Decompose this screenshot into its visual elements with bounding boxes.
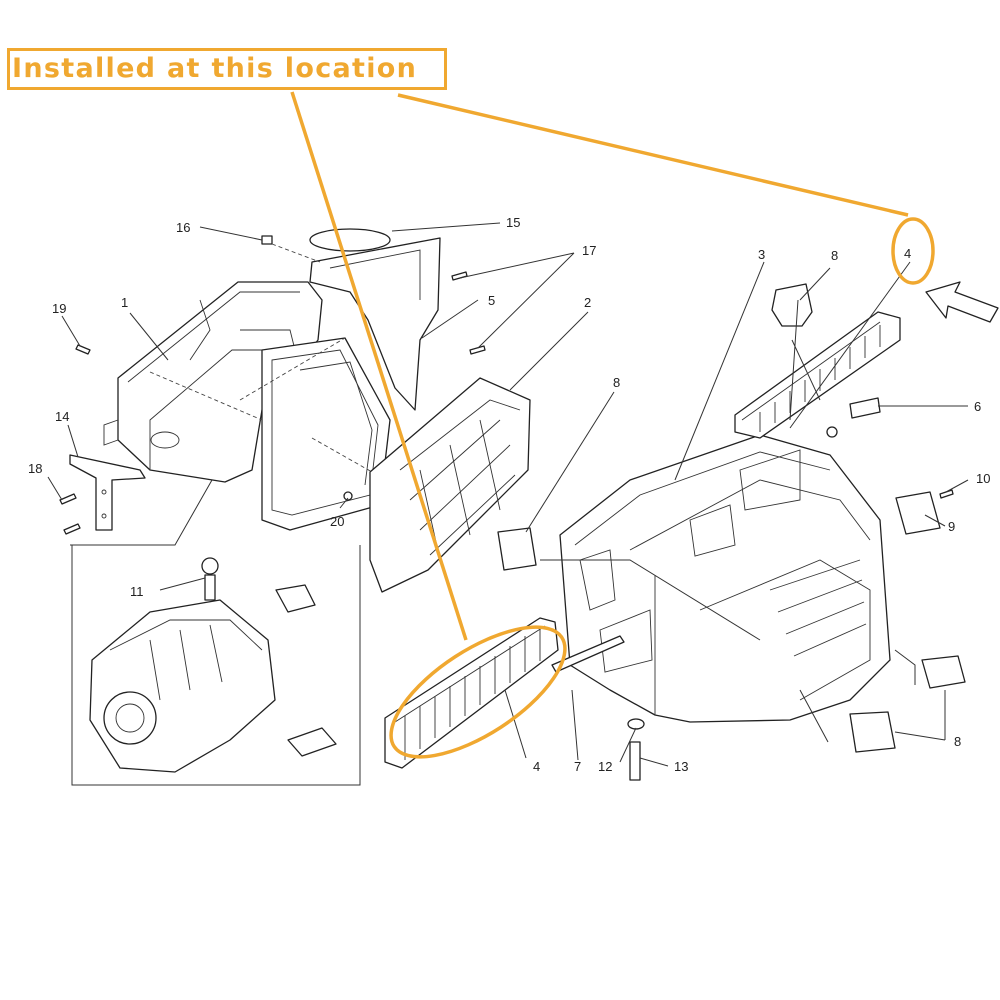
highlight-ring-top [891,217,935,285]
label-17: 17 [582,243,596,258]
label-12: 12 [598,759,612,774]
label-18: 18 [28,461,42,476]
airflow-arrow-icon [925,281,999,323]
screw-17b [469,345,486,355]
label-15: 15 [506,215,520,230]
screw-17a [451,271,468,281]
callout-leader-right [397,93,909,217]
inset-leader [70,479,213,546]
label-13: 13 [674,759,688,774]
actuator-9 [895,491,941,535]
callout-leader-left [290,91,468,641]
screw-20 [343,491,353,501]
install-location-highlight [290,91,935,759]
sensor-6 [849,397,881,419]
cabin-filter-top [734,311,901,439]
air-inlet-duct [309,228,441,411]
blower-motor [89,557,337,773]
hvac-case [559,434,891,723]
label-20: 20 [330,514,344,529]
label-10: 10 [976,471,990,486]
clip-16 [261,235,273,245]
label-3: 3 [758,247,765,262]
leader-lines [47,222,969,767]
label-8a: 8 [831,248,838,263]
label-4a: 4 [904,246,911,261]
sensor-6-tip [826,426,838,438]
callout-box [7,48,447,90]
drain-tube-13 [629,741,641,781]
actuator-8a [771,283,813,327]
cabin-filter-bottom [384,617,559,769]
label-4b: 4 [533,759,540,774]
label-8c: 8 [954,734,961,749]
label-14: 14 [55,409,69,424]
grommet-12 [627,718,645,730]
label-6: 6 [974,399,981,414]
actuator-8d [921,655,966,689]
actuator-8b [497,527,537,571]
label-7: 7 [574,759,581,774]
highlight-ring-bottom [389,625,567,759]
label-9: 9 [948,519,955,534]
label-8b: 8 [613,375,620,390]
part-7 [551,635,625,673]
part-labels: 1 2 3 4 4 5 6 7 8 8 8 9 10 11 12 13 14 1… [28,215,990,774]
label-2: 2 [584,295,591,310]
blower-housing [103,281,323,483]
label-1: 1 [121,295,128,310]
label-16: 16 [176,220,190,235]
label-11: 11 [130,584,144,599]
inset-frame [71,545,361,786]
mounting-bracket [59,344,146,535]
label-5: 5 [488,293,495,308]
actuator-8c [849,711,896,753]
label-19: 19 [52,301,66,316]
callout-title: Installed at this location [12,53,418,84]
